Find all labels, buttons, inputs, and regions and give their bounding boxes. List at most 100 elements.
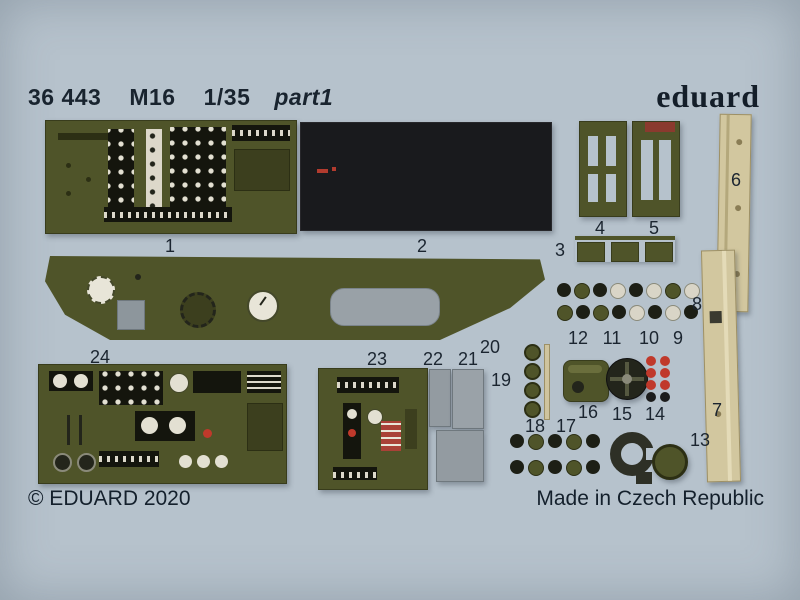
- part-13-disc: [652, 444, 688, 480]
- fret-1-rivet: [66, 163, 71, 168]
- placard-ticks: [337, 382, 399, 388]
- sprue-disc: [524, 344, 541, 361]
- pe-disc: [586, 460, 600, 474]
- part-label-23: 23: [366, 349, 388, 369]
- fret-1-light-gauge-column: [146, 129, 162, 213]
- white-gauge: [74, 374, 88, 388]
- part-3-plate: [645, 242, 673, 262]
- part-label-16: 16: [577, 402, 599, 422]
- side-strip: [405, 409, 417, 449]
- pe-disc: [528, 460, 544, 476]
- part-label-8: 8: [691, 294, 703, 314]
- part-label-22: 22: [422, 349, 444, 369]
- part-8-group: [557, 283, 700, 325]
- model-name: M16: [129, 84, 176, 110]
- pe-disc: [665, 283, 681, 299]
- pe-disc: [593, 283, 607, 297]
- red-placard: [381, 421, 401, 451]
- fender-part: [45, 256, 545, 340]
- fret-1-slot: [58, 133, 118, 140]
- part-label-11: 11: [602, 328, 622, 348]
- sprue-disc: [524, 401, 541, 418]
- red-disc: [646, 356, 656, 366]
- part-19-20-sprue: [522, 344, 558, 420]
- pe-disc: [610, 283, 626, 299]
- wheel-hub: [622, 374, 632, 384]
- pe-disc: [629, 305, 645, 321]
- pe-disc: [574, 283, 590, 299]
- pe-disc: [648, 305, 662, 319]
- dial-gauge: [247, 290, 279, 322]
- disc-row: [510, 460, 600, 476]
- bottom-bar-ticks: [104, 212, 232, 218]
- pe-disc: [528, 434, 544, 450]
- header: 36 443 M16 1/35 part1: [28, 84, 333, 111]
- pe-disc: [566, 434, 582, 450]
- dark-gauge: [77, 453, 96, 472]
- pe-disc: [646, 283, 662, 299]
- placard-ticks: [333, 472, 377, 478]
- twin-gauge-panel: [135, 411, 195, 441]
- red-knob: [203, 429, 212, 438]
- part-label-1: 1: [164, 236, 176, 256]
- white-dial: [169, 373, 189, 393]
- fret-1-bottom-bar: [104, 207, 232, 222]
- placard-strip: [99, 451, 159, 467]
- part-5-slot: [641, 140, 653, 200]
- sprue-rail: [544, 344, 550, 420]
- part-label-21: 21: [457, 349, 479, 369]
- lever: [79, 415, 82, 445]
- part-4-rung: [586, 166, 618, 174]
- part-label-14: 14: [644, 404, 666, 424]
- part-16: [563, 360, 609, 402]
- part-4-frame: [579, 121, 627, 217]
- pe-disc: [684, 305, 698, 319]
- scale-label: 1/35: [203, 84, 251, 110]
- gauge-column: [343, 403, 361, 459]
- pe-disc: [612, 305, 626, 319]
- part-6-hole: [735, 205, 742, 212]
- part-label-6: 6: [730, 170, 742, 190]
- sprue-disc: [524, 363, 541, 380]
- part-5-slot: [659, 140, 671, 200]
- placard-ticks: [232, 130, 290, 136]
- gray-plate: [330, 288, 440, 326]
- part-8-row-top: [557, 283, 700, 299]
- instrument-cluster: [99, 371, 163, 405]
- part-label-15: 15: [611, 404, 633, 424]
- red-dot: [348, 429, 356, 437]
- pe-disc: [566, 460, 582, 476]
- made-in-text: Made in Czech Republic: [536, 487, 764, 510]
- fret-1-gauge-column: [108, 129, 134, 215]
- copyright-text: © EDUARD 2020: [28, 487, 191, 510]
- fret-1-subpanel: [234, 149, 290, 191]
- white-gauge: [347, 409, 357, 419]
- dark-gauge: [53, 453, 72, 472]
- pe-disc: [593, 305, 609, 321]
- gear-wheel: [180, 292, 216, 328]
- white-disc: [179, 455, 192, 468]
- fret-2-red-mark: [317, 169, 328, 173]
- red-disc: [646, 380, 656, 390]
- placard-strip: [337, 377, 399, 393]
- dark-panel: [193, 371, 241, 393]
- part-label-9: 9: [672, 328, 684, 348]
- pe-disc: [557, 283, 571, 297]
- pe-disc: [684, 283, 700, 299]
- bottom-bar: [333, 467, 377, 480]
- disc-row: [510, 434, 600, 450]
- part-label-18: 18: [524, 416, 546, 436]
- pe-disc: [510, 460, 524, 474]
- dial-needle: [259, 296, 267, 306]
- pe-disc: [548, 434, 562, 448]
- pe-disc: [665, 305, 681, 321]
- pe-disc: [576, 305, 590, 319]
- brand-logo: eduard: [656, 78, 760, 114]
- part-17-18-group: [510, 434, 600, 490]
- fret-1-rivet: [66, 191, 71, 196]
- pe-disc: [629, 283, 643, 297]
- white-gauge: [367, 409, 383, 425]
- placard-ticks: [99, 456, 159, 462]
- part-label-24: 24: [89, 347, 111, 367]
- fret-2: [300, 122, 552, 231]
